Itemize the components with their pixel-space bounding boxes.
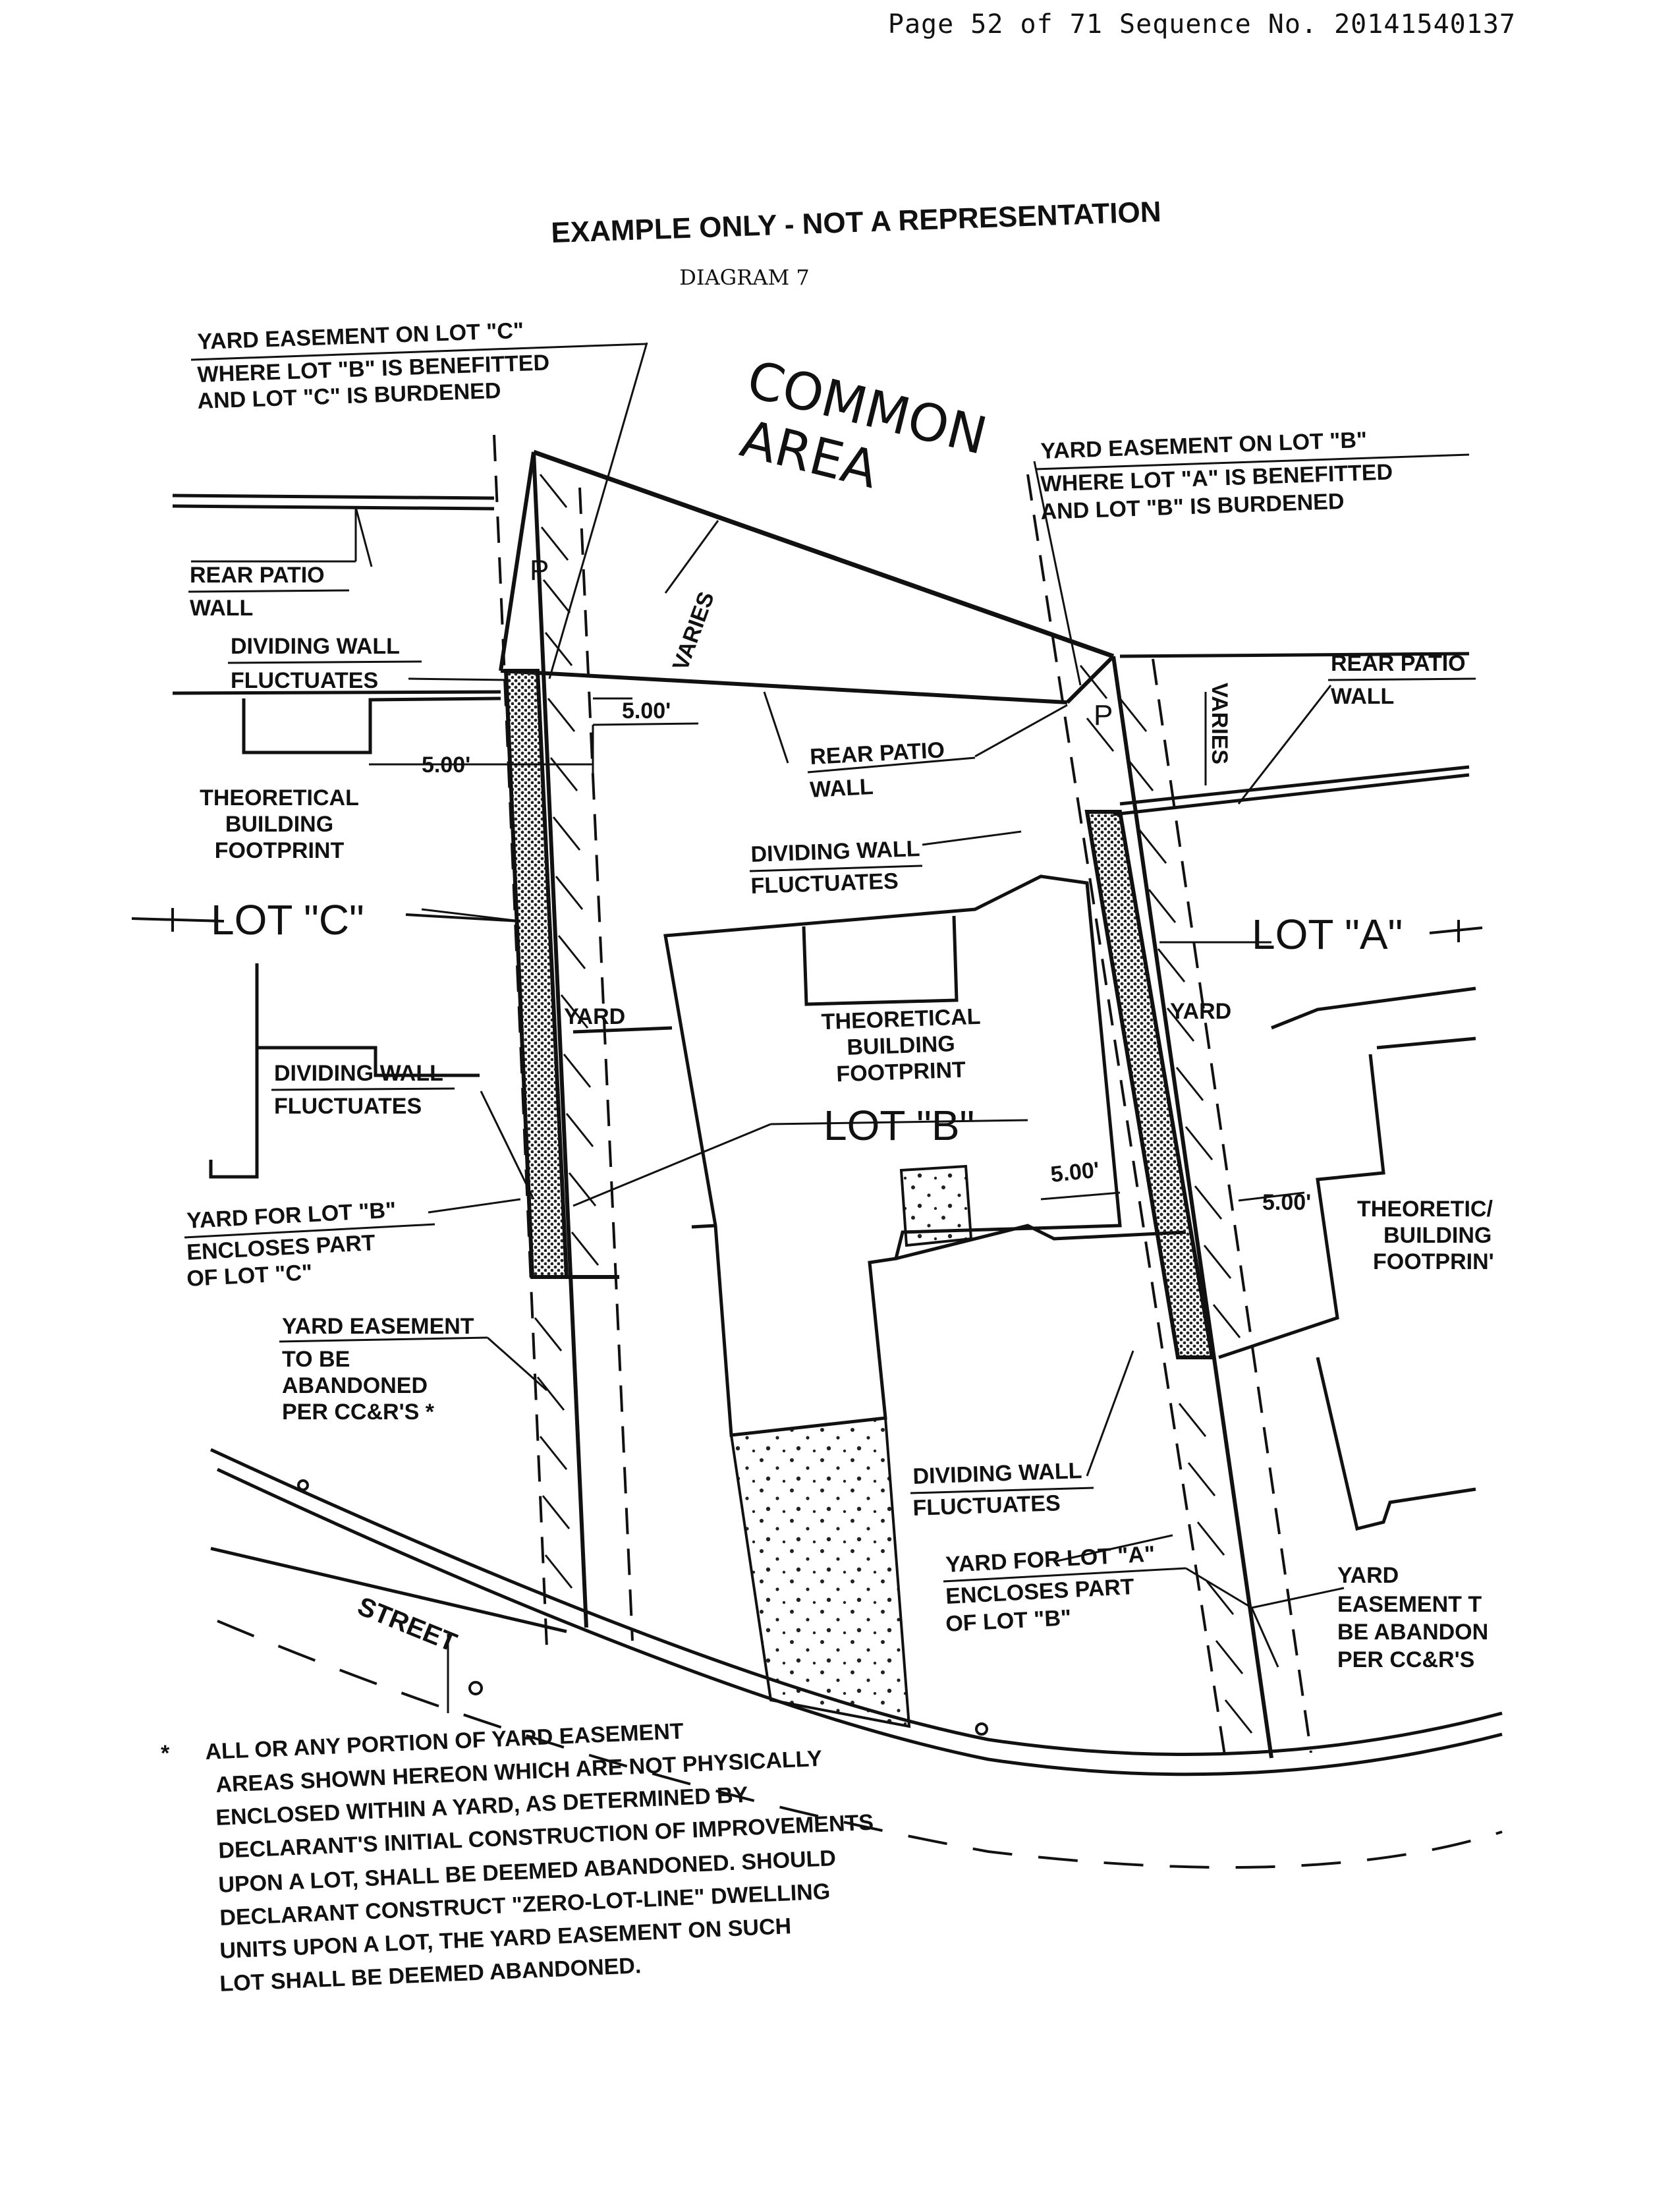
svg-text:FOOTPRIN': FOOTPRIN' <box>1373 1249 1494 1274</box>
svg-text:YARD EASEMENT ON LOT "B": YARD EASEMENT ON LOT "B" <box>1040 428 1368 464</box>
lot-b-label: LOT "B" <box>823 1102 974 1149</box>
svg-text:DIVIDING WALL: DIVIDING WALL <box>231 634 400 659</box>
dividing-wall-label-1: DIVIDING WALL FLUCTUATES <box>227 634 422 693</box>
lot-a-marker <box>1429 920 1483 942</box>
footprint-right-label: THEORETIC/ BUILDING FOOTPRIN' <box>1357 1197 1494 1274</box>
diagram-subtitle: DIAGRAM 7 <box>679 265 809 290</box>
yard-easement-b-callout: YARD EASEMENT ON LOT "B" WHERE LOT "A" I… <box>1035 428 1470 525</box>
driveway <box>729 1416 911 1728</box>
dimension-5-00-center: 5.00' <box>1049 1157 1101 1187</box>
yard-for-lot-b-callout: YARD FOR LOT "B" ENCLOSES PART OF LOT "C… <box>184 1197 435 1291</box>
svg-text:FOOTPRINT: FOOTPRINT <box>836 1058 966 1087</box>
hatch-left <box>534 474 600 1589</box>
svg-text:OF LOT "C": OF LOT "C" <box>186 1260 313 1291</box>
svg-text:TO BE: TO BE <box>282 1347 350 1372</box>
marker-p-left: P <box>530 554 549 586</box>
street-centerline <box>217 1620 1503 1869</box>
svg-text:FOOTPRINT: FOOTPRINT <box>215 838 345 863</box>
footprint-left-label: THEORETICAL BUILDING FOOTPRINT <box>200 785 359 863</box>
common-area-boundary <box>532 449 1115 659</box>
svg-text:REAR PATIO: REAR PATIO <box>1331 651 1466 676</box>
dividing-wall-label-4: DIVIDING WALL FLUCTUATES <box>910 1458 1094 1521</box>
footnote-star: * <box>161 1741 170 1766</box>
lot-c-label: LOT "C" <box>211 896 364 944</box>
rear-patio-wall-center-label: REAR PATIO WALL <box>807 737 976 803</box>
varies-right: VARIES <box>1207 683 1232 764</box>
svg-text:ABANDONED: ABANDONED <box>282 1373 428 1398</box>
svg-text:BUILDING: BUILDING <box>225 812 333 837</box>
yard-easement-abandon-left-callout: YARD EASEMENT TO BE ABANDONED PER CC&R'S… <box>279 1314 488 1425</box>
svg-text:YARD: YARD <box>1337 1563 1399 1588</box>
yard-easement-c-callout: YARD EASEMENT ON LOT "C" WHERE LOT "B" I… <box>190 318 646 414</box>
dividing-wall-right <box>1084 810 1215 1359</box>
yard-right-label: YARD <box>1170 999 1231 1024</box>
svg-text:WALL: WALL <box>1331 684 1394 709</box>
walkway <box>899 1164 973 1247</box>
svg-text:FLUCTUATES: FLUCTUATES <box>274 1094 422 1119</box>
svg-text:FLUCTUATES: FLUCTUATES <box>912 1490 1061 1521</box>
footprint-center-label: THEORETICAL BUILDING FOOTPRINT <box>821 1004 981 1087</box>
svg-text:BUILDING: BUILDING <box>847 1031 956 1060</box>
svg-text:PER CC&R'S *: PER CC&R'S * <box>282 1400 435 1425</box>
building-left <box>209 696 501 1179</box>
svg-text:THEORETICAL: THEORETICAL <box>821 1004 981 1035</box>
svg-text:REAR PATIO: REAR PATIO <box>190 563 325 588</box>
building-right <box>1218 986 1476 1531</box>
dimension-5-00-top: 5.00' <box>622 698 671 723</box>
hatch-right <box>1079 665 1253 1734</box>
svg-text:EASEMENT T: EASEMENT T <box>1337 1592 1482 1617</box>
dividing-wall-label-2: DIVIDING WALL FLUCTUATES <box>749 836 923 899</box>
diagram-title: EXAMPLE ONLY - NOT A REPRESENTATION <box>551 196 1162 249</box>
svg-text:THEORETIC/: THEORETIC/ <box>1357 1197 1493 1222</box>
svg-text:WALL: WALL <box>809 774 874 803</box>
lot-b-boundary <box>499 451 1273 1759</box>
page-header: Page 52 of 71 Sequence No. 20141540137 <box>887 9 1516 40</box>
dimension-5-00-right: 5.00' <box>1262 1190 1311 1215</box>
lot-c-marker <box>131 908 521 932</box>
building-center <box>572 874 1186 1437</box>
svg-text:DIVIDING WALL: DIVIDING WALL <box>912 1458 1082 1489</box>
svg-text:THEORETICAL: THEORETICAL <box>200 785 359 810</box>
rear-patio-walls <box>172 494 1470 816</box>
svg-text:OF LOT "B": OF LOT "B" <box>945 1605 1072 1637</box>
svg-text:BUILDING: BUILDING <box>1383 1223 1492 1248</box>
svg-text:BE ABANDON: BE ABANDON <box>1337 1620 1488 1645</box>
yard-for-lot-a-callout: YARD FOR LOT "A" ENCLOSES PART OF LOT "B… <box>943 1541 1186 1637</box>
rear-patio-wall-right-label: REAR PATIO WALL <box>1327 651 1476 709</box>
street-monuments <box>297 1479 988 1736</box>
svg-text:PER CC&R'S: PER CC&R'S <box>1337 1647 1474 1672</box>
dividing-wall-label-3: DIVIDING WALL FLUCTUATES <box>271 1061 455 1119</box>
footnote: * ALL OR ANY PORTION OF YARD EASEMENT AR… <box>161 1718 874 1997</box>
svg-text:WALL: WALL <box>190 596 253 621</box>
yard-left-label: YARD <box>564 1004 625 1029</box>
svg-text:FLUCTUATES: FLUCTUATES <box>750 868 899 899</box>
marker-p-right: P <box>1094 699 1113 731</box>
easement-lines <box>493 434 1312 1760</box>
svg-text:DIVIDING WALL: DIVIDING WALL <box>274 1061 443 1086</box>
street-lines <box>209 1448 1503 1776</box>
leader-lines <box>191 342 1345 1713</box>
rear-patio-wall-left-label: REAR PATIO WALL <box>188 563 350 621</box>
lot-a-label: LOT "A" <box>1252 911 1403 958</box>
yard-easement-abandon-right-callout: YARD EASEMENT T BE ABANDON PER CC&R'S <box>1337 1563 1488 1672</box>
svg-text:REAR PATIO: REAR PATIO <box>809 737 945 770</box>
svg-text:DIVIDING WALL: DIVIDING WALL <box>750 836 920 867</box>
dimension-5-00-left: 5.00' <box>422 752 470 778</box>
varies-left: VARIES <box>668 588 719 674</box>
svg-text:YARD EASEMENT: YARD EASEMENT <box>282 1314 474 1339</box>
svg-text:FLUCTUATES: FLUCTUATES <box>231 668 378 693</box>
